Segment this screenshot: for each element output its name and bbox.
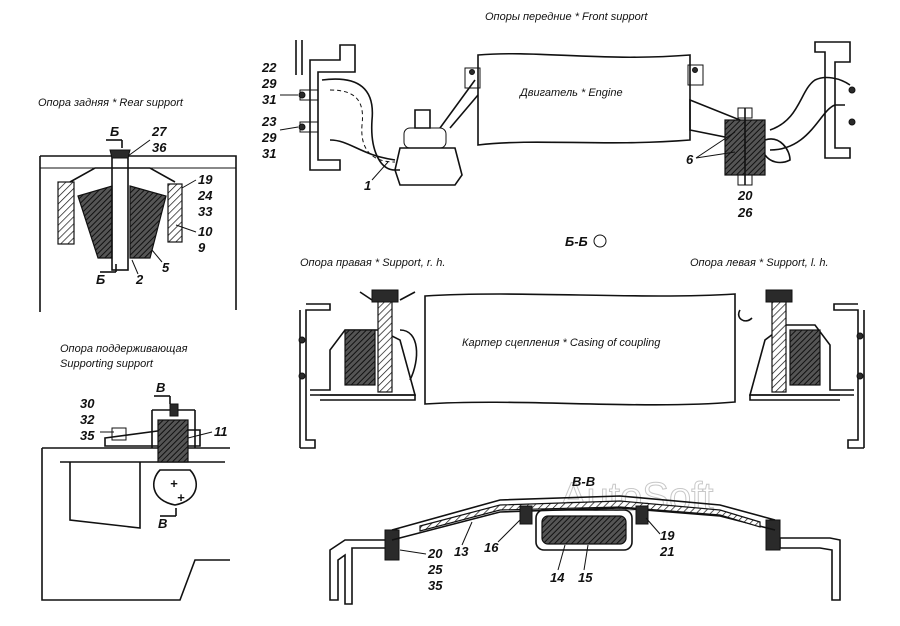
callout-5: 5 (162, 260, 170, 275)
mounting-lug (152, 469, 198, 506)
left-frame-bracket (309, 44, 356, 171)
bb-left-channel (299, 303, 331, 449)
callout-33: 33 (198, 204, 213, 219)
clutch-casing (424, 293, 736, 406)
vv-right-bolt (765, 519, 781, 551)
bolt (848, 86, 856, 94)
section-mark-bottom: В (158, 516, 167, 531)
vv-crossbeam-top (391, 495, 776, 531)
callout-31: 31 (262, 146, 276, 161)
left-support-label: Опора левая * Support, l. h. (690, 257, 829, 269)
callout-25: 25 (427, 562, 443, 577)
rear-left-block (57, 181, 75, 245)
section-symbol (593, 234, 607, 248)
callout-35: 35 (428, 578, 443, 593)
vv-bolt-b (635, 505, 649, 525)
bb-right-stud (377, 299, 393, 393)
callout-29: 29 (261, 76, 277, 91)
callout-6: 6 (686, 152, 694, 167)
rear-cushion-right (129, 185, 167, 259)
casing-label: Картер сцепления * Casing of coupling (462, 337, 661, 349)
left-rubber-cushion (394, 147, 463, 186)
vv-cushion-housing (535, 509, 633, 551)
front-support-view: Опоры передние * Front support Двигатель… (261, 11, 856, 220)
bb-left-stud (771, 299, 787, 393)
bb-left-cushion (789, 329, 821, 386)
callout-19: 19 (198, 172, 213, 187)
bb-right-cushion (344, 329, 376, 386)
section-bb-view: Б-Б Опора правая * Support, r. h. Опора … (298, 234, 865, 449)
rear-right-block (167, 183, 183, 243)
bb-right-nut (371, 289, 399, 303)
section-mark-top: Б (110, 124, 119, 139)
callout-14: 14 (550, 570, 565, 585)
callout-10: 10 (198, 224, 213, 239)
section-vv-view: В-В 13 16 19 21 20 25 35 14 15 (329, 474, 841, 605)
callout-36: 36 (152, 140, 167, 155)
bolt (298, 91, 306, 99)
vv-bolt-a (519, 505, 533, 525)
callout-23: 23 (261, 114, 277, 129)
bolt (848, 118, 856, 126)
section-bb-title: Б-Б (565, 234, 588, 249)
left-mount-arm (321, 78, 400, 171)
rear-center-bolt (111, 154, 129, 271)
frame-cutout (69, 462, 141, 529)
engine-label: Двигатель * Engine (518, 87, 623, 99)
callout-29: 29 (261, 130, 277, 145)
bb-left-nut (765, 289, 793, 303)
callout-26: 26 (737, 205, 753, 220)
vv-left-frame (329, 539, 391, 605)
supporting-bolt (169, 403, 179, 417)
section-mark-bottom: Б (96, 272, 105, 287)
right-mount-arm (769, 76, 851, 131)
vv-left-bolt (384, 529, 400, 561)
supporting-frame (41, 447, 230, 601)
vv-right-frame (779, 537, 841, 601)
callout-20: 20 (737, 188, 753, 203)
supporting-support-view: Опора поддерживающая Supporting support … (41, 343, 230, 601)
right-frame-bracket (814, 41, 851, 159)
supporting-title-en: Supporting support (60, 358, 154, 370)
bolt (298, 123, 306, 131)
bolt (469, 69, 475, 75)
callout-1: 1 (364, 178, 371, 193)
callout-9: 9 (198, 240, 206, 255)
rear-cushion-left (77, 185, 113, 259)
rear-bolt-head (109, 149, 131, 159)
engine-block (477, 52, 691, 146)
nut (111, 427, 127, 441)
front-support-title: Опоры передние * Front support (485, 11, 648, 23)
svg-text:+: + (170, 476, 178, 491)
callout-2: 2 (135, 272, 144, 287)
vv-cushion (541, 515, 627, 545)
rear-frame-plate (39, 155, 237, 312)
supporting-title-ru: Опора поддерживающая (60, 343, 188, 355)
callout-16: 16 (484, 540, 499, 555)
callout-13: 13 (454, 544, 469, 559)
supporting-cushion (157, 419, 189, 463)
callout-27: 27 (151, 124, 167, 139)
callout-35: 35 (80, 428, 95, 443)
callout-20: 20 (427, 546, 443, 561)
callout-32: 32 (80, 412, 95, 427)
callout-22: 22 (261, 60, 277, 75)
section-mark-top: В (156, 380, 165, 395)
bolt (692, 67, 698, 73)
right-support-label: Опора правая * Support, r. h. (300, 257, 445, 269)
callout-19: 19 (660, 528, 675, 543)
callout-31: 31 (262, 92, 276, 107)
callout-11: 11 (214, 424, 228, 439)
section-vv-title: В-В (572, 474, 595, 489)
callout-30: 30 (80, 396, 95, 411)
rear-support-view: Опора задняя * Rear support Б Б 27 36 19… (38, 97, 237, 312)
rear-support-title: Опора задняя * Rear support (38, 97, 184, 109)
svg-text:+: + (177, 490, 185, 505)
callout-24: 24 (197, 188, 213, 203)
callout-15: 15 (578, 570, 593, 585)
callout-21: 21 (659, 544, 674, 559)
